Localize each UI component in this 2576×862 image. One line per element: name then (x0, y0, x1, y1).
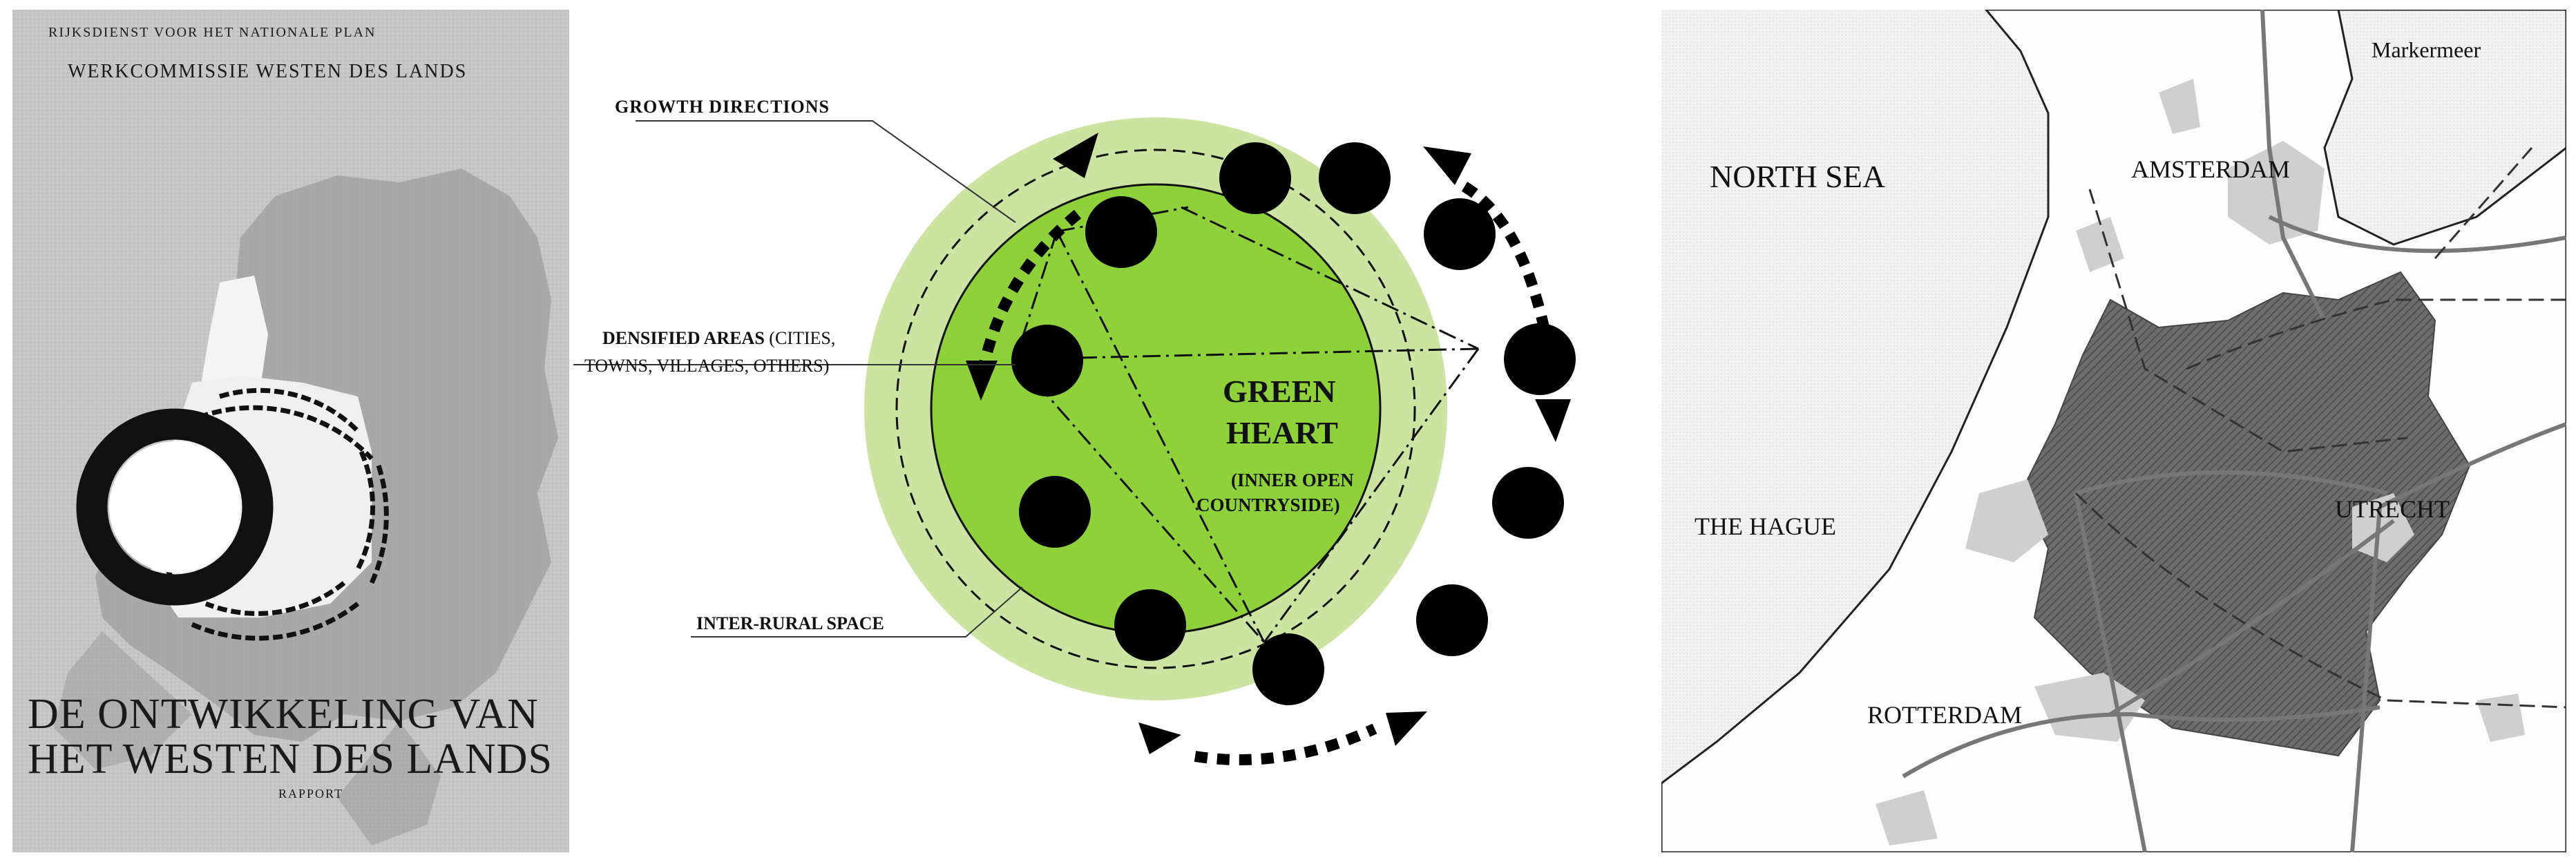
map-graphic (1661, 10, 2566, 852)
densified-areas-detail: (CITIES, (764, 328, 836, 348)
city-node (1319, 142, 1391, 214)
poster-title-2: HET WESTEN DES LANDS (28, 736, 553, 783)
city-node (1114, 589, 1186, 661)
city-node (1011, 325, 1083, 396)
label-utrecht: UTRECHT (2335, 495, 2450, 523)
city-node (1504, 323, 1576, 395)
green-heart-title-1: GREEN (1223, 374, 1336, 409)
poster-footer: RAPPORT (278, 787, 343, 801)
railways (2074, 147, 2566, 709)
city-node (1219, 142, 1291, 214)
densified-nodes (1011, 142, 1576, 705)
city-node (1492, 467, 1564, 539)
growth-directions-label: GROWTH DIRECTIONS (615, 97, 830, 117)
poster-header-1: RIJKSDIENST VOOR HET NATIONALE PLAN (48, 25, 376, 40)
label-north-sea: NORTH SEA (1710, 159, 1886, 194)
inner-countryside-1: (INNER OPEN (1231, 470, 1354, 490)
densified-areas-detail-2: TOWNS, VILLAGES, OTHERS) (584, 356, 830, 376)
growth-arrows (977, 182, 1560, 765)
densified-areas-label: DENSIFIED AREAS (CITIES, TOWNS, VILLAGES,… (584, 297, 835, 408)
roads (1902, 10, 2566, 852)
city-node (1085, 196, 1157, 268)
inter-rural-label: INTER-RURAL SPACE (696, 613, 884, 633)
city-node (1416, 584, 1488, 656)
inner-countryside-2: COUNTRYSIDE) (1196, 495, 1340, 515)
node-ring (895, 149, 1416, 669)
markermeer (2323, 10, 2566, 246)
label-the-hague: THE HAGUE (1695, 513, 1836, 540)
green-heart-title-2: HEART (1226, 415, 1338, 450)
label-markermeer: Markermeer (2372, 37, 2481, 62)
poster-header-2: WERKCOMMISSIE WESTEN DES LANDS (68, 61, 468, 82)
diagram-graphic (573, 117, 1576, 765)
city-node (1424, 198, 1496, 270)
poster-title-1: DE ONTWIKKELING VAN (28, 691, 539, 738)
city-ring-hatching (155, 387, 389, 641)
central-ring (76, 408, 274, 606)
city-node (1019, 476, 1091, 548)
city-node (1252, 633, 1324, 705)
poster-panel: RIJKSDIENST VOOR HET NATIONALE PLAN WERK… (12, 10, 569, 852)
poster-map-graphic (12, 10, 569, 852)
arrowheads (966, 133, 1571, 754)
label-amsterdam: AMSTERDAM (2131, 155, 2291, 183)
leader-lines (573, 120, 1023, 638)
randstad-map: Markermeer NORTH SEA AMSTERDAM THE HAGUE… (1661, 10, 2566, 852)
label-rotterdam: ROTTERDAM (1867, 701, 2022, 729)
densified-areas-title: DENSIFIED AREAS (602, 328, 765, 348)
green-heart-diagram: GROWTH DIRECTIONS DENSIFIED AREAS (CITIE… (573, 0, 1651, 862)
